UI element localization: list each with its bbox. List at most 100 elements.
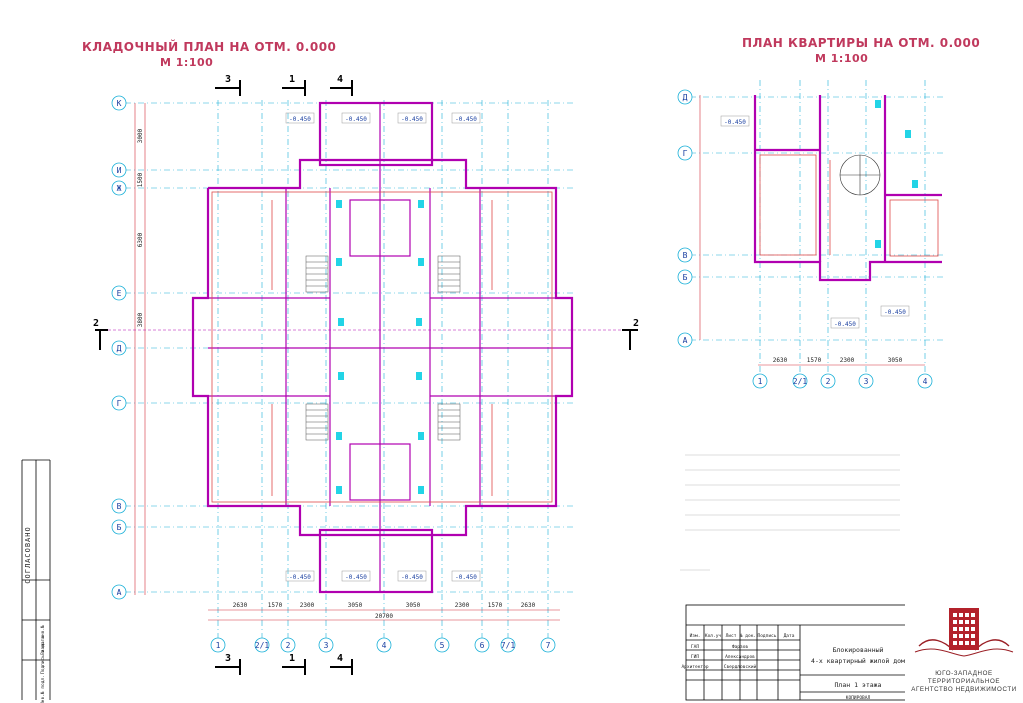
left-row-bubble-circle xyxy=(111,340,127,356)
right-spiral-stair xyxy=(839,154,881,196)
level-mark-box xyxy=(451,112,481,124)
agency-watermark: ЮГО-ЗАПАДНОЕ ТЕРРИТОРИАЛЬНОЕ АГЕНТСТВО Н… xyxy=(905,604,1023,703)
level-mark-box xyxy=(451,570,481,582)
right-row-bubble-circle xyxy=(677,145,693,161)
right-interior xyxy=(759,154,939,257)
left-exterior-walls xyxy=(191,101,574,594)
section-marker-label: 2 xyxy=(93,318,99,329)
right-row-bubble-circle xyxy=(677,332,693,348)
agency-name-line3: АГЕНТСТВО НЕДВИЖИМОСТИ xyxy=(911,686,1017,693)
section-marker-label: 1 xyxy=(289,653,295,664)
right-col-bubble-circle xyxy=(792,373,808,389)
right-dimension-text: 3050 xyxy=(888,357,903,364)
left-col-bubble-circle xyxy=(434,637,450,653)
title-block-role: Архитектор xyxy=(681,664,708,670)
left-stairs xyxy=(305,255,461,441)
right-dimension-text: 2630 xyxy=(773,357,788,364)
level-mark-text: -0.450 xyxy=(345,574,367,581)
right-plan-scale: М 1:100 xyxy=(815,52,869,65)
right-row-bubble-label: А xyxy=(683,336,688,345)
left-dimension-text: 1570 xyxy=(488,602,503,609)
right-dimension-text: 1570 xyxy=(807,357,822,364)
right-walls xyxy=(753,95,942,282)
level-mark-box xyxy=(285,112,315,124)
right-level-marks: -0.450-0.450-0.450 xyxy=(720,115,910,329)
right-col-bubble: 4 xyxy=(917,373,933,389)
title-block-header: Кол.уч xyxy=(705,633,722,639)
left-dimension-text: 20700 xyxy=(375,613,393,620)
left-row-bubble: А xyxy=(111,584,127,600)
level-mark-text: -0.450 xyxy=(884,309,906,316)
left-row-bubble-label: И xyxy=(117,166,122,175)
level-mark-box xyxy=(397,570,427,582)
side-stamp-row: Инв.№ подл. xyxy=(40,675,46,703)
left-col-bubble-circle xyxy=(280,637,296,653)
left-row-bubble-label: В xyxy=(117,502,122,511)
level-mark-box xyxy=(285,570,315,582)
level-mark-box xyxy=(720,115,750,127)
level-mark-text: -0.450 xyxy=(345,116,367,123)
title-block-header: Подпись xyxy=(758,633,777,639)
left-col-bubble-label: 2/1 xyxy=(255,641,270,650)
right-fixtures xyxy=(875,100,918,248)
left-wall-hatching xyxy=(211,191,553,503)
level-mark-text: -0.450 xyxy=(724,119,746,126)
level-mark-text: -0.450 xyxy=(401,116,423,123)
side-stamp-row: Взам. инв.№ xyxy=(40,625,46,655)
right-row-bubble: Д xyxy=(677,89,693,105)
left-col-bubble: 1 xyxy=(210,637,226,653)
left-vertical-dimension-text: 1500 xyxy=(137,172,144,187)
level-mark-box xyxy=(880,305,910,317)
building-logo-icon xyxy=(914,608,1014,657)
left-vertical-dimension-text: 3800 xyxy=(137,312,144,327)
right-col-bubble-circle xyxy=(917,373,933,389)
left-dimension-text: 2300 xyxy=(455,602,470,609)
section-marker-label: 3 xyxy=(225,74,231,85)
left-dimension-lines xyxy=(134,103,560,621)
right-row-bubble: Г xyxy=(677,145,693,161)
left-plan-title: КЛАДОЧНЫЙ ПЛАН НА ОТМ. 0.000 xyxy=(82,40,337,54)
notes-lines xyxy=(680,454,900,571)
left-vertical-dimension-text: 6300 xyxy=(137,232,144,247)
left-vertical-dimension-texts: 3000 1500 6300 3800 xyxy=(137,128,144,327)
left-row-bubble-label: Б xyxy=(117,523,122,532)
section-marker-label: 4 xyxy=(337,74,343,85)
left-dimension-text: 2630 xyxy=(521,602,536,609)
left-col-bubble-circle xyxy=(474,637,490,653)
left-col-bubble: 7 xyxy=(540,637,556,653)
level-mark-text: -0.450 xyxy=(455,116,477,123)
left-row-bubble-circle xyxy=(111,498,127,514)
left-row-bubble: Ж xyxy=(111,180,127,196)
left-col-bubble-label: 5 xyxy=(440,641,445,650)
left-row-bubble-circle xyxy=(111,180,127,196)
level-mark-box xyxy=(397,112,427,124)
section-marker-label: 4 xyxy=(337,653,343,664)
right-col-bubble-label: 2 xyxy=(826,377,831,386)
left-col-bubble: 4 xyxy=(376,637,392,653)
level-mark-text: -0.450 xyxy=(401,574,423,581)
left-dimension-text: 3050 xyxy=(348,602,363,609)
side-stamp xyxy=(21,459,51,700)
agency-name: ЮГО-ЗАПАДНОЕ ТЕРРИТОРИАЛЬНОЕ АГЕНТСТВО Н… xyxy=(905,670,1023,694)
left-col-bubble-label: 3 xyxy=(324,641,329,650)
left-col-bubble-label: 7 xyxy=(546,641,551,650)
left-col-bubble: 5 xyxy=(434,637,450,653)
left-col-bubble-circle xyxy=(500,637,516,653)
left-row-bubble-label: Е xyxy=(117,289,122,298)
left-dimension-text: 1570 xyxy=(268,602,283,609)
left-row-bubble-circle xyxy=(111,395,127,411)
title-block-role: ГИП xyxy=(691,654,699,660)
left-row-bubble: В xyxy=(111,498,127,514)
title-block-role: ГАП xyxy=(691,644,699,650)
left-col-bubble: 2 xyxy=(280,637,296,653)
agency-name-line1: ЮГО-ЗАПАДНОЕ xyxy=(935,670,993,677)
right-col-bubble: 2/1 xyxy=(792,373,808,389)
left-col-bubble-label: 2 xyxy=(286,641,291,650)
left-vertical-dimension-text: 3000 xyxy=(137,128,144,143)
